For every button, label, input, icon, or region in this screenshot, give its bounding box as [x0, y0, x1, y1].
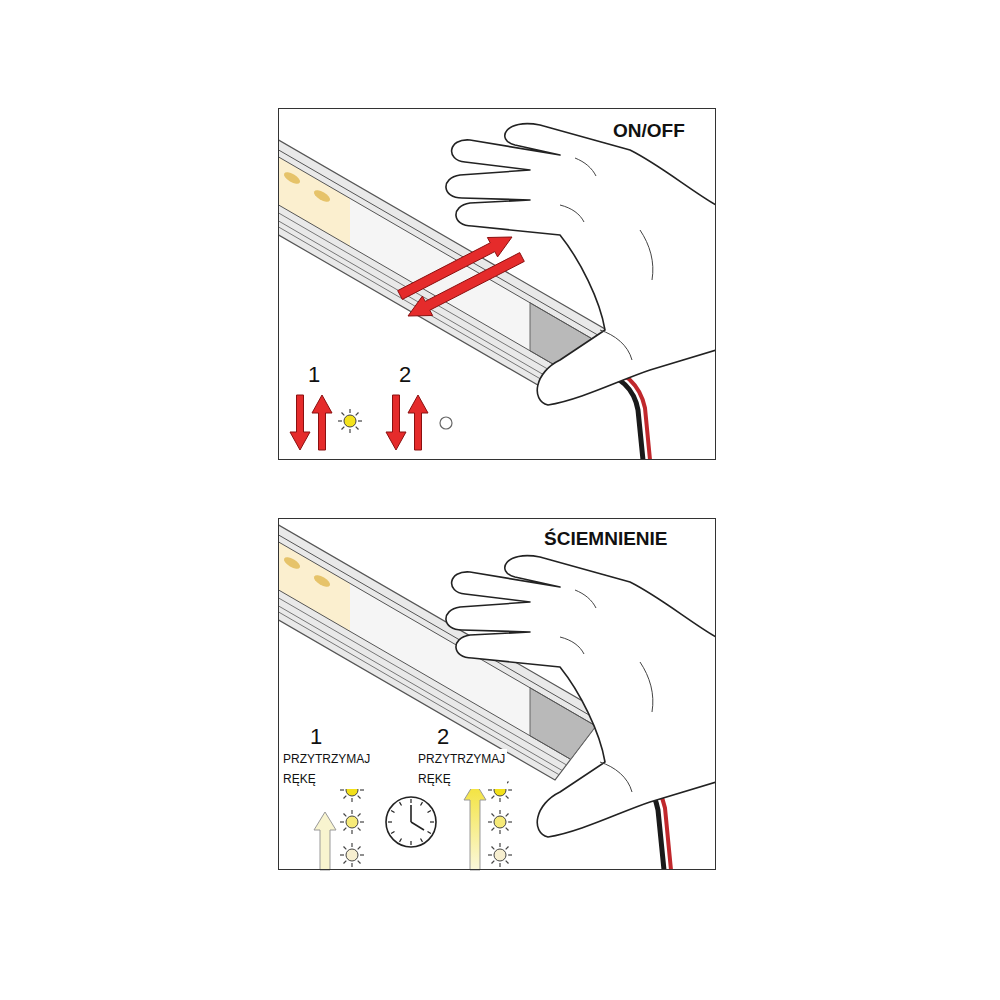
- up-arrow: [312, 395, 332, 450]
- brightness-icon: [340, 843, 364, 867]
- callout-number: 2: [397, 363, 413, 387]
- light-on-icon: [338, 409, 362, 433]
- callout-number: 2: [435, 725, 451, 749]
- brighten-arrow: [464, 782, 486, 870]
- dimming-legend: [314, 778, 512, 870]
- callout-number: 1: [308, 725, 324, 749]
- down-arrow: [290, 395, 310, 450]
- hand: [446, 556, 715, 837]
- onoff-legend: [290, 395, 452, 450]
- down-arrow: [386, 395, 406, 450]
- light-off-icon: [440, 417, 452, 429]
- dimming-panel: ŚCIEMNIENIE1PRZYTRZYMAJ RĘKĘ2PRZYTRZYMAJ…: [278, 518, 716, 870]
- up-arrow: [408, 395, 428, 450]
- dimming-illustration: [279, 520, 715, 869]
- swipe-arrow: [408, 253, 524, 316]
- dim-arrow: [314, 812, 336, 870]
- panel-title: ŚCIEMNIENIE: [542, 528, 670, 550]
- instruction-note: PRZYTRZYMAJ RĘKĘ: [281, 749, 372, 789]
- callout-number: 1: [306, 363, 322, 387]
- onoff-panel: ON/OFF 1 2: [278, 108, 716, 460]
- instruction-note: PRZYTRZYMAJ RĘKĘ: [416, 749, 507, 789]
- brightness-icon: [488, 843, 512, 867]
- onoff-illustration: [279, 124, 715, 459]
- brightness-icon: [340, 810, 364, 834]
- brightness-icon: [488, 810, 512, 834]
- panel-title: ON/OFF: [611, 120, 687, 142]
- clock-icon: [386, 797, 436, 847]
- hand: [446, 124, 715, 405]
